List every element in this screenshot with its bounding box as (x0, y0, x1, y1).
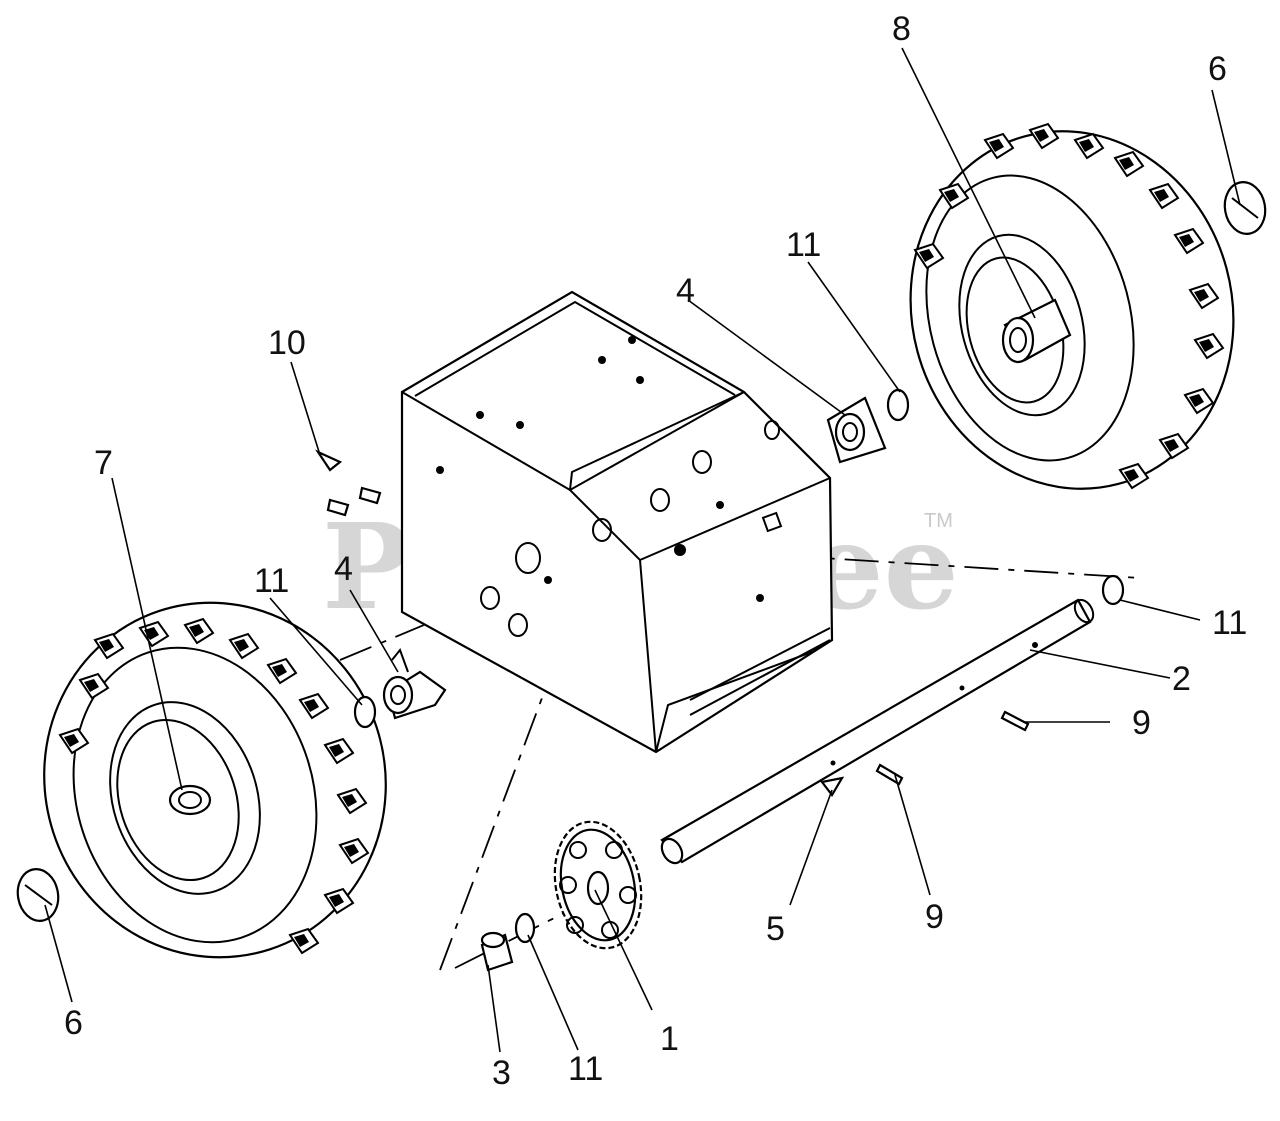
hub-caps (16, 181, 1267, 922)
callout-10: 10 (268, 324, 306, 362)
callout-11-right: 11 (1212, 604, 1247, 642)
callout-9-bottom: 9 (925, 898, 944, 936)
callout-9-right: 9 (1132, 704, 1151, 742)
bearing-flange-right (826, 396, 887, 464)
callout-1: 1 (660, 1020, 679, 1058)
callout-labels: 8 6 11 4 10 7 11 4 11 2 9 9 5 1 11 3 6 (64, 10, 1247, 1092)
frame-housing (400, 290, 834, 754)
callout-7: 7 (94, 444, 113, 482)
bushing (480, 931, 514, 972)
leader-lines (44, 47, 1241, 1053)
wheel-left (43, 601, 387, 959)
callout-11-left: 11 (254, 562, 289, 600)
callout-6-bottom: 6 (64, 1004, 83, 1042)
callout-6-top: 6 (1208, 50, 1227, 88)
callout-4-left: 4 (334, 550, 353, 588)
callout-4-right: 4 (676, 272, 695, 310)
wheel-right (909, 123, 1235, 490)
callout-8: 8 (892, 10, 911, 48)
bearing-flange-left (382, 647, 447, 720)
callout-11-bottom: 11 (568, 1050, 603, 1088)
watermark-trademark: TM (924, 510, 953, 532)
retaining-rings (353, 388, 1125, 944)
callout-11-top: 11 (786, 226, 821, 264)
callout-3: 3 (492, 1054, 511, 1092)
gear (553, 820, 643, 950)
axle-shaft (660, 598, 1095, 865)
callout-2: 2 (1172, 660, 1191, 698)
callout-5: 5 (766, 910, 785, 948)
